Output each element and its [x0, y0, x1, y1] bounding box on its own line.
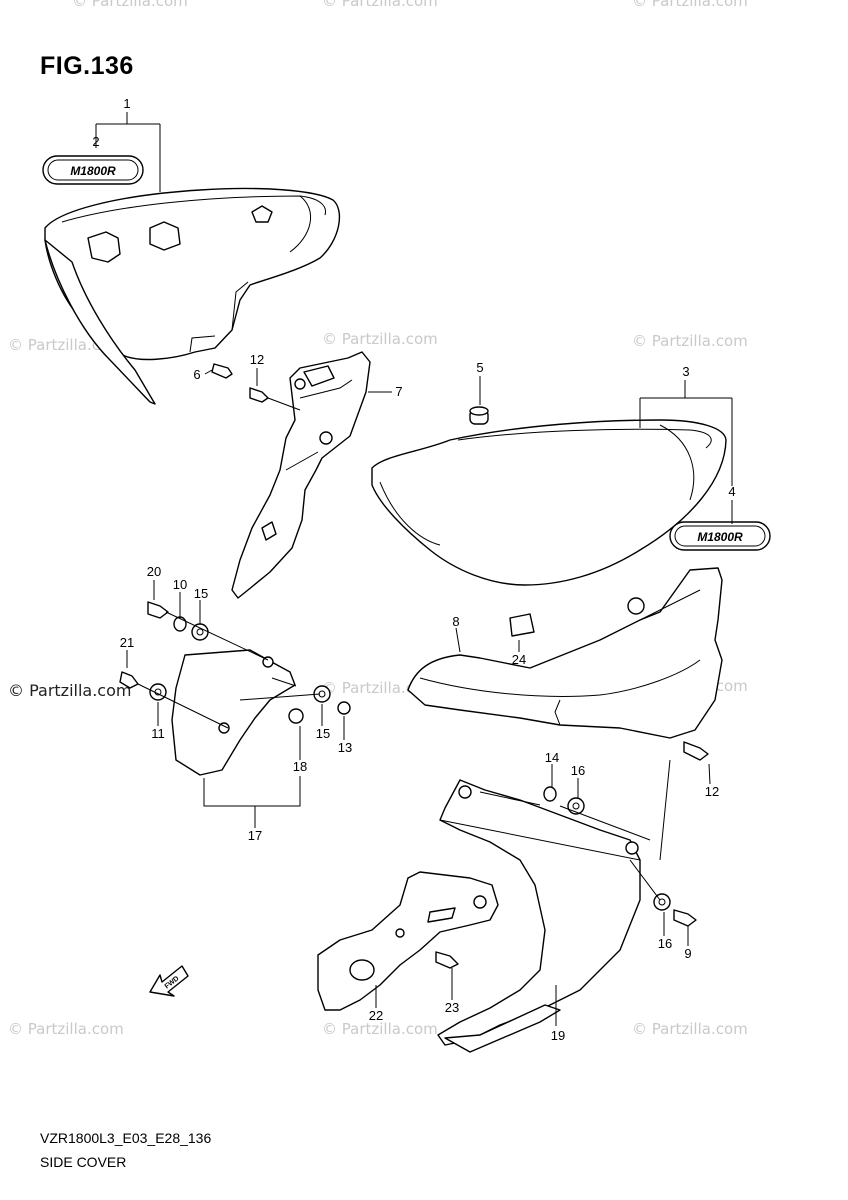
callout-4: 4: [728, 484, 735, 499]
watermark: © Partzilla.com: [72, 0, 188, 10]
watermark: © Partzilla.com: [8, 1020, 124, 1038]
plate-22: [317, 871, 499, 1011]
watermark: © Partzilla.com: [632, 0, 748, 10]
callout-16: 16: [571, 763, 585, 778]
left-side-cover: [44, 187, 341, 405]
callout-23: 23: [445, 1000, 459, 1015]
callout-1: 1: [123, 96, 130, 111]
callout-6: 6: [193, 367, 200, 382]
watermark: © Partzilla.com: [322, 679, 438, 697]
callout-5: 5: [476, 360, 483, 375]
callout-15-right: 15: [316, 726, 330, 741]
callout-11: 11: [151, 726, 165, 741]
callout-3: 3: [682, 364, 689, 379]
callout-2: 2: [92, 134, 99, 149]
pad-24: [509, 613, 535, 637]
emblem-right: M1800R: [669, 521, 771, 551]
lower-cover-19: [437, 779, 641, 1053]
callout-13: 13: [338, 740, 352, 755]
watermark: © Partzilla.com: [632, 1020, 748, 1038]
callout-22: 22: [369, 1008, 383, 1023]
callout-10: 10: [173, 577, 187, 592]
left-lower-cover-17: [171, 649, 297, 776]
callout-9: 9: [684, 946, 691, 961]
callout-24: 24: [512, 652, 526, 667]
watermark: © Partzilla.com: [8, 681, 132, 700]
watermark: © Partzilla.com: [632, 332, 748, 350]
callout-18: 18: [293, 759, 307, 774]
callout-20: 20: [147, 564, 161, 579]
callout-12: 12: [250, 352, 264, 367]
bracket-7: [231, 351, 371, 599]
watermark: © Partzilla.com: [322, 330, 438, 348]
callout-7: 7: [395, 384, 402, 399]
emblem-left: M1800R: [42, 155, 144, 185]
callout-16-lower: 16: [658, 936, 672, 951]
callout-15: 15: [194, 586, 208, 601]
callout-17: 17: [248, 828, 262, 843]
figure-title: FIG.136: [40, 52, 134, 80]
callout-leaders: [95, 112, 733, 1026]
alignment-lines: [137, 397, 671, 901]
fwd-arrow-icon: FWD: [149, 965, 189, 997]
grommet-5: [469, 406, 489, 425]
callout-8: 8: [452, 614, 459, 629]
callout-19: 19: [551, 1028, 565, 1043]
emblem-left-text: M1800R: [70, 164, 116, 178]
right-side-cover: [371, 419, 727, 586]
callout-12-lower: 12: [705, 784, 719, 799]
callout-21: 21: [120, 635, 134, 650]
callout-14: 14: [545, 750, 559, 765]
model-code: VZR1800L3_E03_E28_136: [40, 1130, 212, 1146]
watermark: © Partzilla.com: [322, 1020, 438, 1038]
emblem-right-text: M1800R: [697, 530, 743, 544]
watermark: © Partzilla.com: [322, 0, 438, 10]
lower-cover-8: [407, 567, 723, 739]
section-name: SIDE COVER: [40, 1154, 127, 1170]
callout-numbers: 1 2 3 4 5 6 7 8 9 10 11 12 12 13 14 15 1…: [92, 96, 735, 1043]
